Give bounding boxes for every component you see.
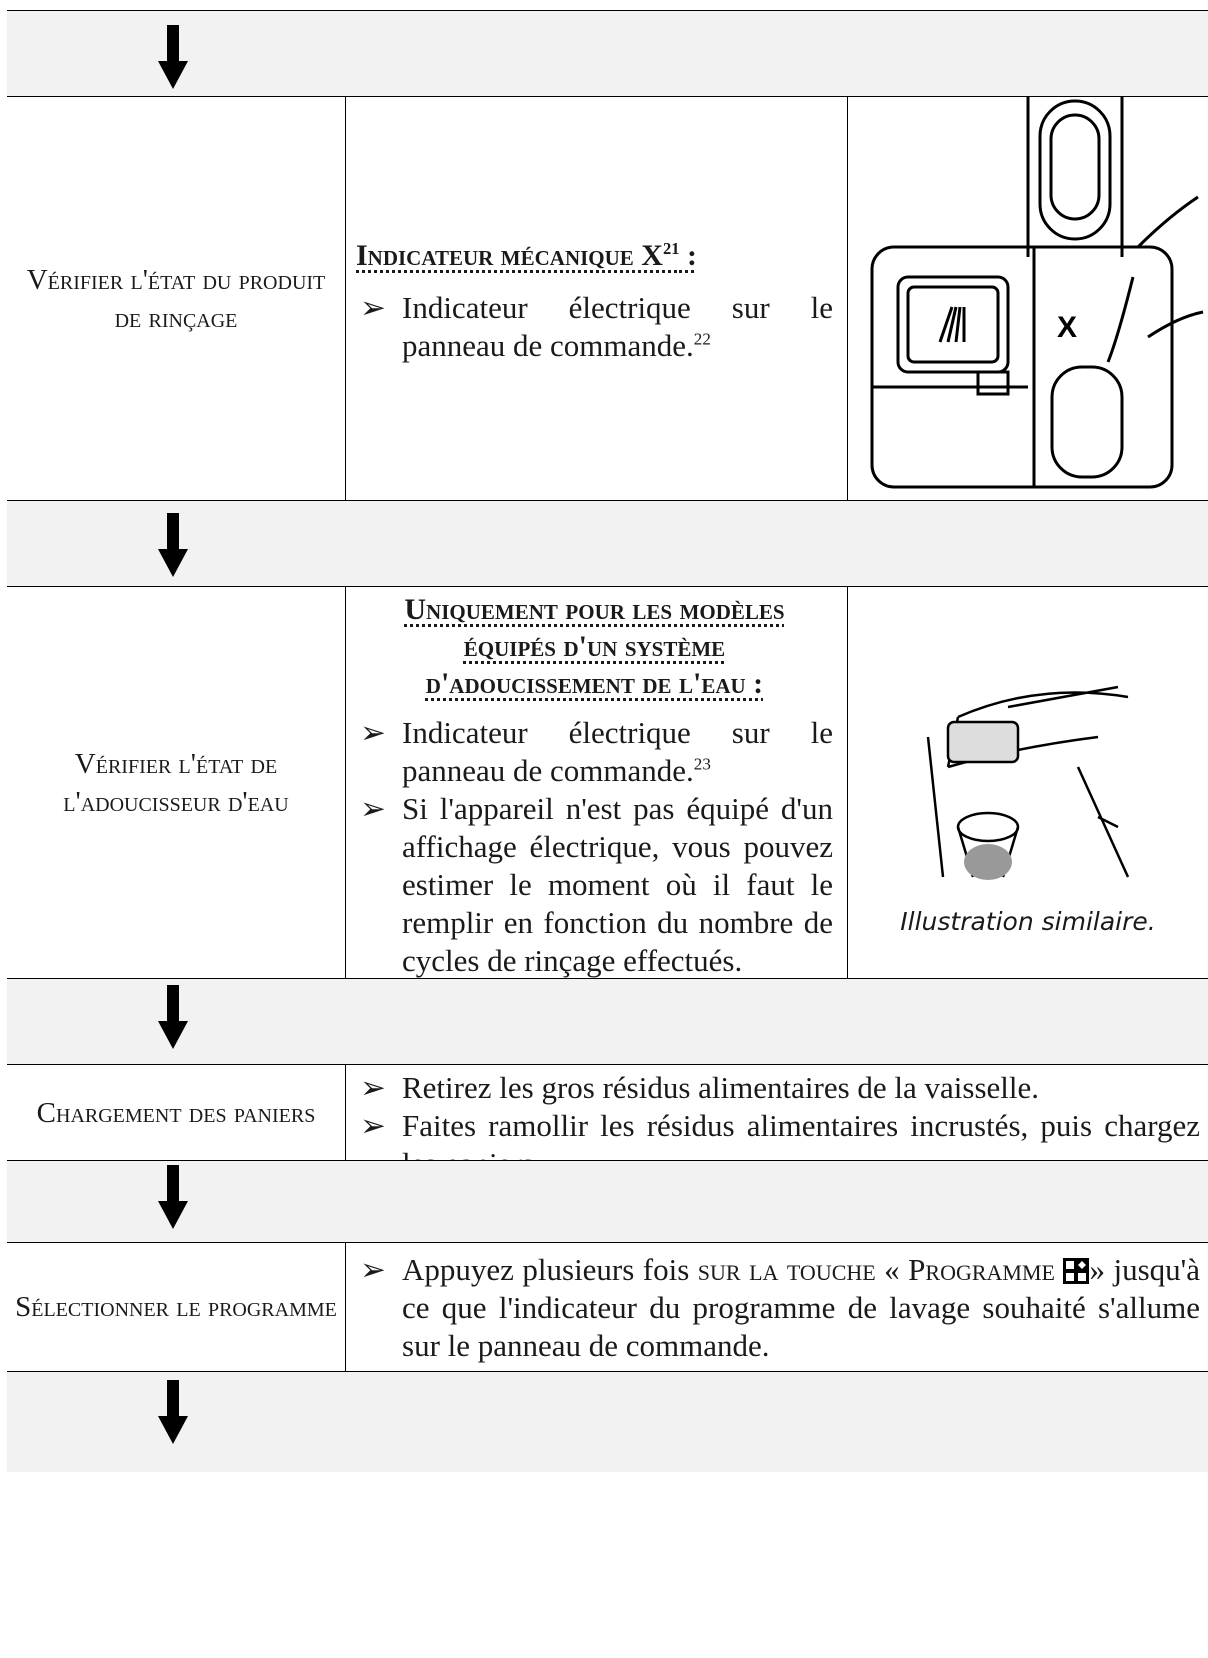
row-content: Uniquement pour les modèles équipés d'un… [345, 587, 847, 978]
row-basket-loading: Chargement des paniers ➢Retirez les gros… [7, 1064, 1208, 1181]
illustration-caption: Illustration similaire. [900, 907, 1156, 936]
arrow-row [7, 1372, 1208, 1472]
row-label: Vérifier l'état de l'adoucisseur d'eau [63, 747, 289, 818]
list-item: ➢Si l'appareil n'est pas équipé d'un aff… [360, 791, 833, 978]
list-item: ➢Indicateur électrique sur le panneau de… [360, 715, 833, 788]
arrow-row [7, 1160, 1208, 1242]
row-water-softener: Vérifier l'état de l'adoucisseur d'eau U… [7, 586, 1208, 978]
down-arrow-icon [158, 985, 188, 1049]
list-item: ➢Appuyez plusieurs fois sur la touche « … [360, 1252, 1200, 1363]
row-label: Chargement des paniers [36, 1096, 316, 1129]
row-label: Sélectionner le programme [15, 1291, 337, 1323]
list-item: ➢Retirez les gros résidus alimentaires d… [360, 1070, 1040, 1105]
indicator-x-label: X [1057, 311, 1077, 344]
row-content: ➢Retirez les gros résidus alimentaires d… [345, 1065, 1208, 1181]
section-heading: Indicateur mécanique X21 : [356, 239, 697, 272]
softener-drawing [926, 685, 1130, 880]
down-arrow-icon [158, 1380, 188, 1444]
list-item: ➢Indicateur électrique sur le panneau de… [360, 290, 833, 363]
arrow-row [7, 978, 1208, 1064]
down-arrow-icon [158, 513, 188, 577]
arrow-row [7, 500, 1208, 586]
down-arrow-icon [158, 1165, 188, 1229]
row-rinse-aid: Vérifier l'état du produit de rinçage In… [7, 96, 1208, 500]
section-heading: Uniquement pour les modèles équipés d'un… [404, 593, 785, 700]
row-label: Vérifier l'état du produit de rinçage [26, 263, 326, 334]
rinse-aid-illustration: X [847, 97, 1208, 500]
arrow-row [7, 10, 1208, 96]
program-key-icon [1063, 1258, 1090, 1284]
row-content: ➢Appuyez plusieurs fois sur la touche « … [345, 1243, 1208, 1371]
down-arrow-icon [158, 25, 188, 89]
dispenser-drawing: X [870, 97, 1204, 489]
row-content: Indicateur mécanique X21 : ➢Indicateur é… [345, 97, 847, 500]
water-softener-illustration: Illustration similaire. [847, 587, 1208, 978]
row-select-program: Sélectionner le programme ➢Appuyez plusi… [7, 1242, 1208, 1372]
